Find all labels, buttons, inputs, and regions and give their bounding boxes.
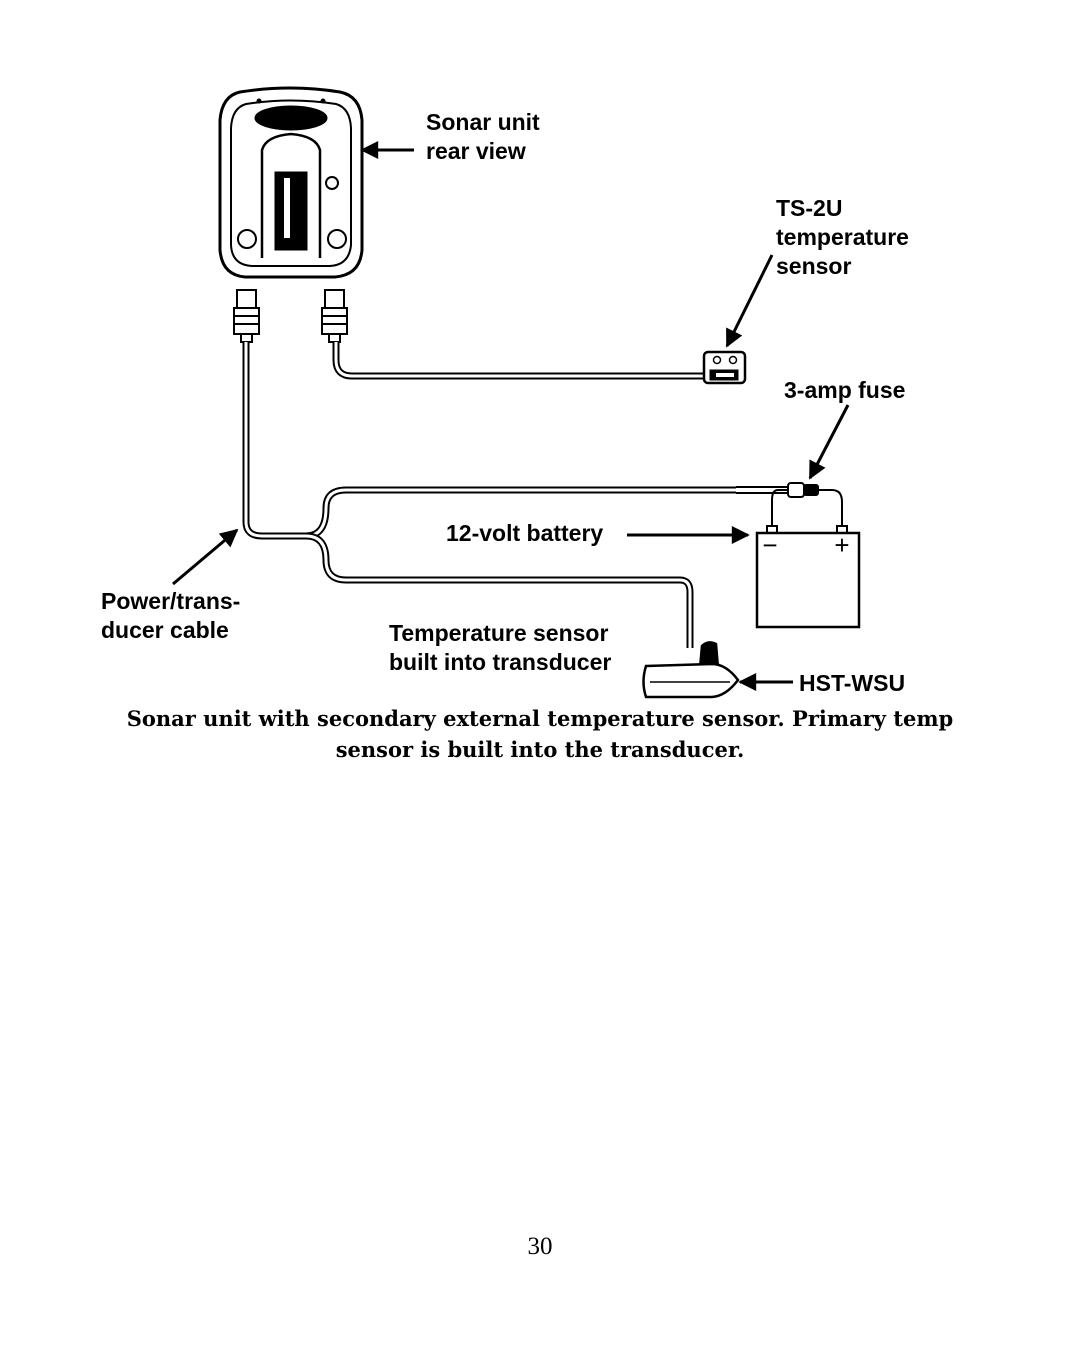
label-temp-sensor-line1: Temperature sensor xyxy=(389,620,609,646)
label-transducer-text: HST-WSU xyxy=(799,670,906,696)
label-temp-sensor-line2: built into transducer xyxy=(389,649,612,675)
label-fuse-text: 3-amp fuse xyxy=(784,377,906,403)
label-ts2u-line2: temperature xyxy=(776,224,909,250)
arrow-ts2u xyxy=(725,254,774,348)
power-transducer-plug xyxy=(233,289,260,343)
caption-line1: Sonar unit with secondary external tempe… xyxy=(126,706,954,731)
label-cable-line2: ducer cable xyxy=(101,617,229,643)
label-sonar-unit-line2: rear view xyxy=(426,138,526,164)
power-leads xyxy=(736,486,843,528)
ts2u-sensor xyxy=(702,350,747,385)
label-temp-sensor: Temperature sensor built into transducer xyxy=(389,619,611,677)
label-ts2u: TS-2U temperature sensor xyxy=(776,194,909,281)
label-transducer: HST-WSU xyxy=(799,669,905,698)
label-sonar-unit: Sonar unit rear view xyxy=(426,108,540,166)
label-ts2u-line1: TS-2U xyxy=(776,195,843,221)
sonar-unit-rear-view xyxy=(218,86,364,279)
label-sonar-unit-line1: Sonar unit xyxy=(426,109,540,135)
wiring-diagram: − + xyxy=(172,86,861,699)
battery xyxy=(755,525,861,629)
battery-minus-sign: − xyxy=(762,530,777,560)
figure-caption: Sonar unit with secondary external tempe… xyxy=(0,703,1080,765)
ts2u-cable xyxy=(332,342,703,380)
transducer-hst-wsu xyxy=(642,641,740,699)
label-fuse: 3-amp fuse xyxy=(784,376,905,405)
label-cable: Power/trans- ducer cable xyxy=(101,587,240,645)
power-transducer-cable xyxy=(242,342,736,540)
label-battery: 12-volt battery xyxy=(446,519,603,548)
label-battery-text: 12-volt battery xyxy=(446,520,604,546)
arrow-fuse xyxy=(808,404,850,480)
arrow-cable xyxy=(172,528,239,586)
caption-line2: sensor is built into the transducer. xyxy=(335,737,745,762)
label-ts2u-line3: sensor xyxy=(776,253,852,279)
temp-sensor-plug xyxy=(321,289,348,343)
page-number: 30 xyxy=(527,1233,553,1260)
label-cable-line1: Power/trans- xyxy=(101,588,241,614)
battery-plus-sign: + xyxy=(834,530,849,560)
fuse-holder xyxy=(787,482,819,498)
